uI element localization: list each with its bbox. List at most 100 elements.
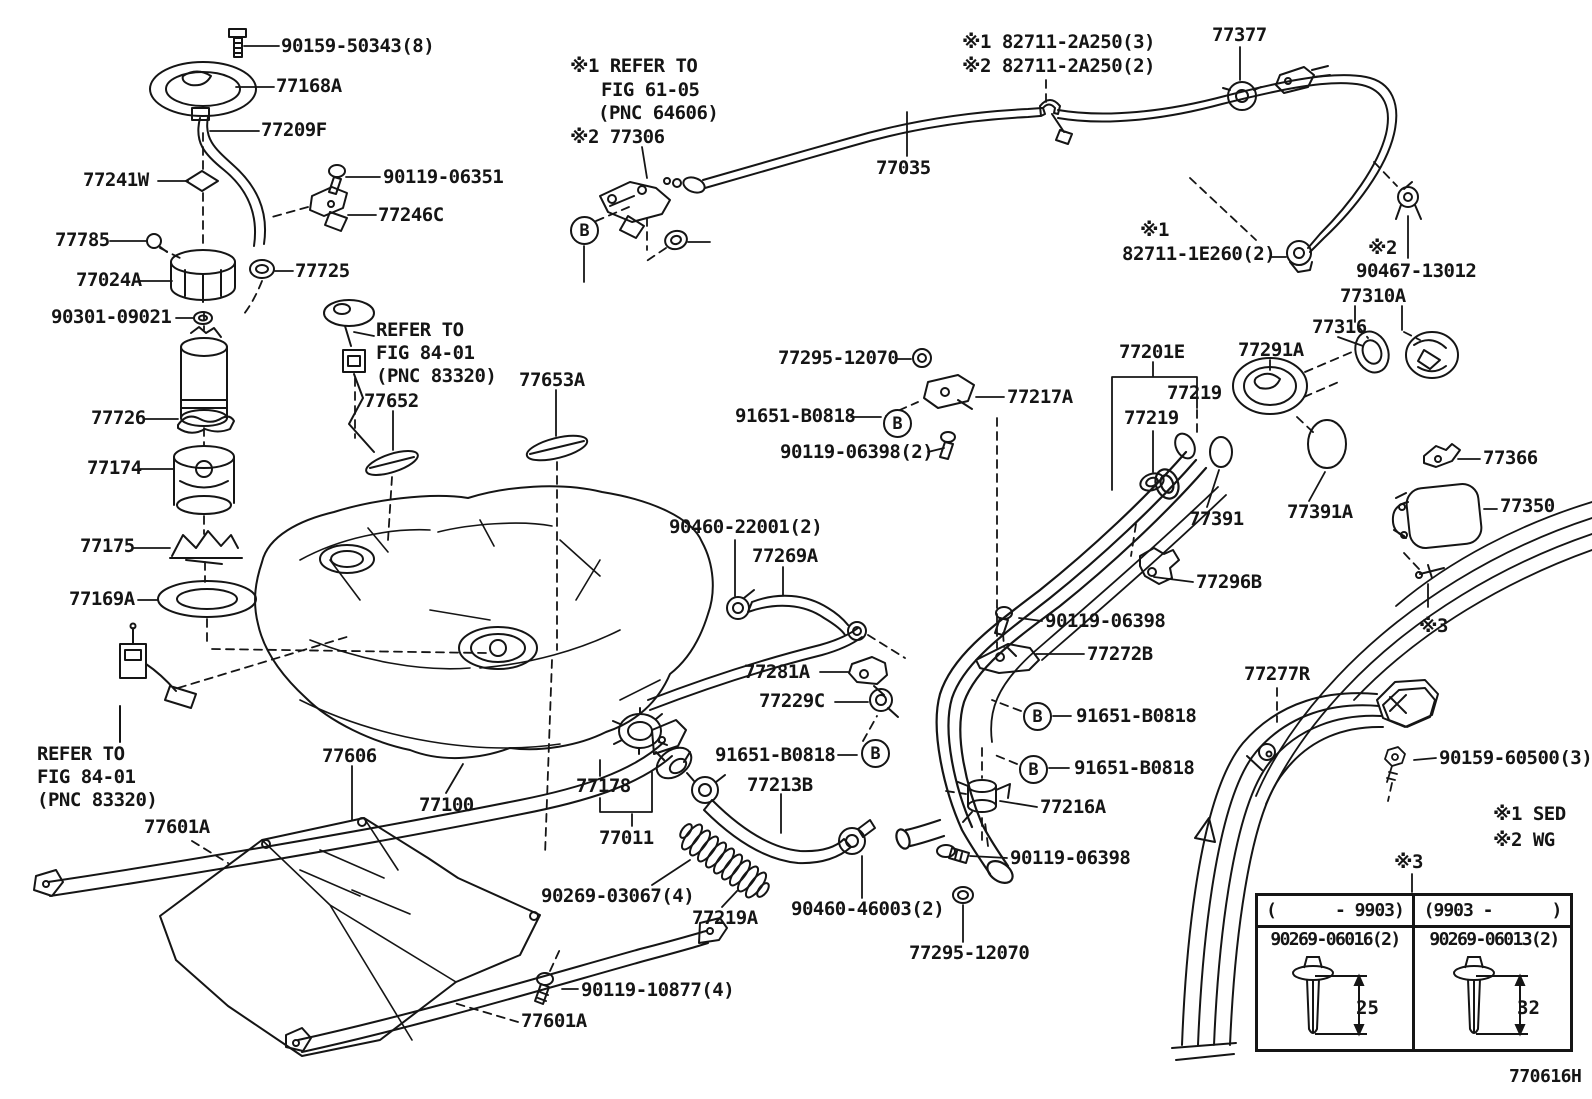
label-77652: 77652 xyxy=(364,390,419,412)
label-77391A: 77391A xyxy=(1287,501,1353,523)
label-77219A: 77219A xyxy=(692,907,758,929)
label-77241W: 77241W xyxy=(83,169,149,191)
label-77178: 77178 xyxy=(576,775,631,797)
label-77785: 77785 xyxy=(55,229,110,251)
label-77310A: 77310A xyxy=(1340,285,1406,307)
label-77316: 77316 xyxy=(1312,316,1367,338)
label-2-82711-2A250-2: ※2 82711-2A250(2) xyxy=(962,55,1156,77)
label-77281A: 77281A xyxy=(744,661,810,683)
rivet-icon xyxy=(1292,956,1367,1037)
label-90159-60500-3: 90159-60500(3) xyxy=(1439,747,1592,769)
label-77277R: 77277R xyxy=(1244,663,1310,685)
label-77366: 77366 xyxy=(1483,447,1538,469)
label-77295-12070: 77295-12070 xyxy=(909,942,1030,964)
label-FIG-84-01: FIG 84-01 xyxy=(37,766,136,788)
label-FIG-61-05: FIG 61-05 xyxy=(601,79,700,101)
label-PNC-83320: (PNC 83320) xyxy=(376,365,497,387)
fuel-tank xyxy=(254,485,714,760)
label-REFER-TO: REFER TO xyxy=(376,319,464,341)
label-77601A: 77601A xyxy=(521,1010,587,1032)
label-90119-06398: 90119-06398 xyxy=(1010,847,1131,869)
label-90159-50343-8: 90159-50343(8) xyxy=(281,35,435,57)
label-2-77306: ※2 77306 xyxy=(570,126,665,148)
assembly-dashed-lines xyxy=(159,79,1421,1023)
label-PNC-64606: (PNC 64606) xyxy=(598,102,719,124)
cutoff-switch xyxy=(119,622,197,743)
label-1-REFER-TO: ※1 REFER TO xyxy=(570,55,698,77)
table-part-right: 90269-06013(2) xyxy=(1429,929,1560,950)
label-90119-10877-4: 90119-10877(4) xyxy=(581,979,735,1001)
label-77606: 77606 xyxy=(322,745,377,767)
label-91651-B0818: 91651-B0818 xyxy=(1076,705,1197,727)
corrugated-hose xyxy=(679,823,770,899)
label-77011: 77011 xyxy=(599,827,654,849)
rivet-length-left: 25 xyxy=(1356,997,1379,1019)
rivet-table: ( - 9903) (9903 - ) 90269-06016(2) 90269… xyxy=(1255,893,1573,1052)
label-91651-B0818: 91651-B0818 xyxy=(1074,757,1195,779)
label-77216A: 77216A xyxy=(1040,796,1106,818)
label-90301-09021: 90301-09021 xyxy=(51,306,172,328)
table-divider xyxy=(1412,896,1415,1049)
label-90460-46003-2: 90460-46003(2) xyxy=(791,898,945,920)
label-1: ※1 xyxy=(1140,219,1169,241)
rivet-length-right: 32 xyxy=(1517,997,1540,1019)
label-77295-12070: 77295-12070 xyxy=(778,347,899,369)
label-90269-03067-4: 90269-03067(4) xyxy=(541,885,695,907)
fuel-sender-gauge xyxy=(323,299,589,476)
b-marker: B xyxy=(883,409,912,438)
table-range-right: (9903 - ) xyxy=(1423,900,1563,921)
label-77726: 77726 xyxy=(91,407,146,429)
b-marker: B xyxy=(1023,702,1052,731)
label-77377: 77377 xyxy=(1212,24,1267,46)
label-77219: 77219 xyxy=(1167,382,1222,404)
table-note-marker: ※3 xyxy=(1394,851,1423,873)
label-77209F: 77209F xyxy=(261,119,327,141)
label-2-WG: ※2 WG xyxy=(1493,829,1555,851)
label-77201E: 77201E xyxy=(1119,341,1185,363)
label-77350: 77350 xyxy=(1500,495,1555,517)
filler-pipe xyxy=(895,450,1227,885)
label-77168A: 77168A xyxy=(276,75,342,97)
label-1-SED: ※1 SED xyxy=(1493,803,1566,825)
label-3: ※3 xyxy=(1419,615,1448,637)
label-PNC-83320: (PNC 83320) xyxy=(37,789,158,811)
label-77217A: 77217A xyxy=(1007,386,1073,408)
tank-shield xyxy=(159,817,541,1057)
label-77174: 77174 xyxy=(87,457,142,479)
breather-hoses xyxy=(647,589,876,899)
fuel-lid xyxy=(1391,443,1483,579)
label-FIG-84-01: FIG 84-01 xyxy=(376,342,475,364)
figure-code: 770616H xyxy=(1509,1066,1582,1087)
label-90119-06351: 90119-06351 xyxy=(383,166,504,188)
table-part-left: 90269-06016(2) xyxy=(1270,929,1401,950)
label-1-82711-2A250-3: ※1 82711-2A250(3) xyxy=(962,31,1156,53)
label-2: ※2 xyxy=(1368,237,1397,259)
fuel-line xyxy=(599,65,1422,273)
fuel-pump-parts xyxy=(146,28,348,618)
label-77725: 77725 xyxy=(295,260,350,282)
label-77024A: 77024A xyxy=(76,269,142,291)
b-marker: B xyxy=(1019,755,1048,784)
b-marker: B xyxy=(861,739,890,768)
label-91651-B0818: 91651-B0818 xyxy=(715,744,836,766)
label-77246C: 77246C xyxy=(378,204,444,226)
label-77296B: 77296B xyxy=(1196,571,1262,593)
label-77169A: 77169A xyxy=(69,588,135,610)
label-91651-B0818: 91651-B0818 xyxy=(735,405,856,427)
pump-retainer xyxy=(612,707,726,804)
label-90460-22001-2: 90460-22001(2) xyxy=(669,516,823,538)
label-77601A: 77601A xyxy=(144,816,210,838)
label-REFER-TO: REFER TO xyxy=(37,743,125,765)
label-77035: 77035 xyxy=(876,157,931,179)
bolt-icon xyxy=(228,28,247,58)
filler-cap-parts xyxy=(1139,330,1459,492)
body-panel-lines xyxy=(1255,501,1592,805)
label-90467-13012: 90467-13012 xyxy=(1356,260,1477,282)
label-90119-06398: 90119-06398 xyxy=(1045,610,1166,632)
b-marker: B xyxy=(570,216,599,245)
label-77229C: 77229C xyxy=(759,690,825,712)
label-77653A: 77653A xyxy=(519,369,585,391)
tank-straps xyxy=(33,719,728,1053)
